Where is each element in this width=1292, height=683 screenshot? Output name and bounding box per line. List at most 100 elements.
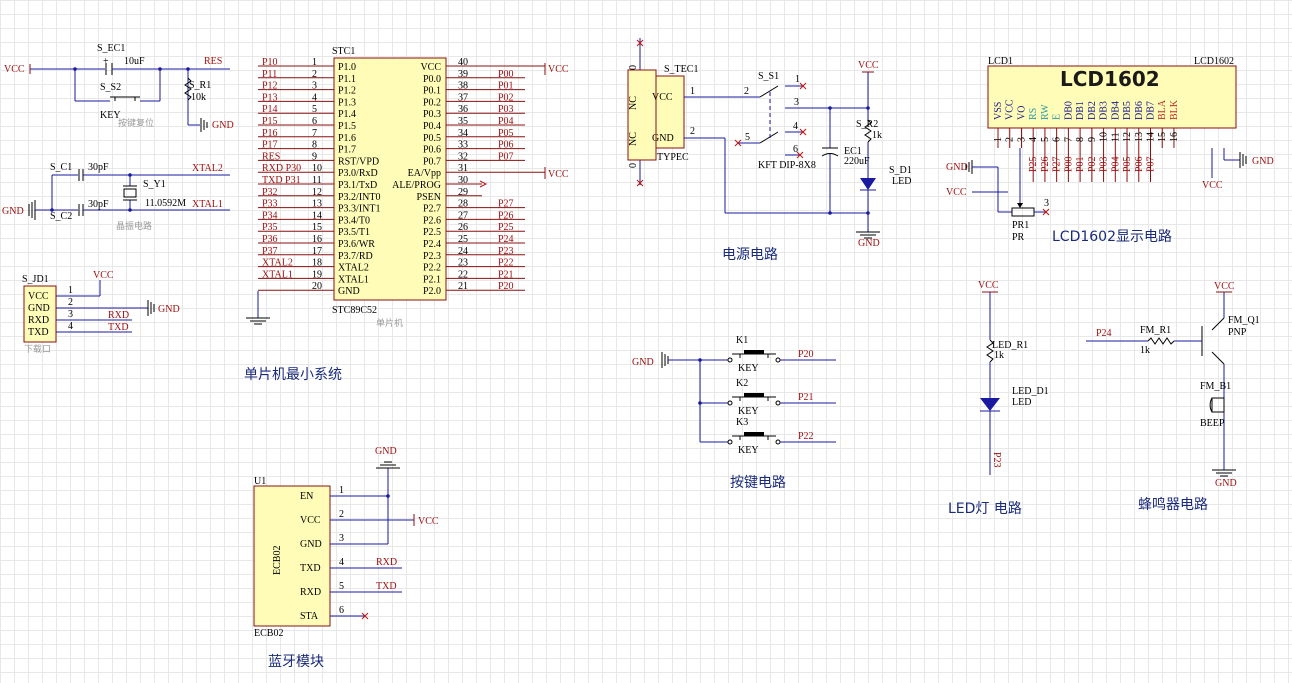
bt-num-5: 5 — [339, 581, 344, 592]
bt-num-2: 2 — [339, 509, 344, 520]
mcu-left-pin-number: 12 — [312, 187, 322, 198]
lcd-pin-net: P02 — [1087, 156, 1098, 172]
crystal-circuit: GND S_C1 30pF S_C2 30pF S_Y1 11.0592M XT… — [2, 162, 230, 232]
key-contact-right — [775, 357, 781, 363]
usb-vcc-pin: VCC — [652, 92, 673, 103]
mcu-right-pin-net: P03 — [498, 104, 514, 115]
mcu-left-pin-name: P1.7 — [338, 145, 356, 156]
mcu-right-pin-net: P05 — [498, 128, 514, 139]
mcu-ref: STC1 — [332, 46, 355, 57]
mcu-right-pin-number: 36 — [458, 104, 468, 115]
power-led-ref: S_D1 — [889, 165, 912, 176]
c2-value: 30pF — [88, 199, 109, 210]
xtal1-net: XTAL1 — [192, 199, 223, 210]
jd-txd: TXD — [108, 322, 129, 333]
mcu-left-pin-net: P11 — [262, 69, 277, 80]
mcu-left-pin-net: P36 — [262, 234, 278, 245]
mcu-left-pin-name: P1.1 — [338, 74, 356, 85]
mcu-left-pin-name: P1.2 — [338, 86, 356, 97]
power-circuit: NC NC 0 0 VCC GND S_TEC1 TYPEC 1 2 S_S1 … — [627, 38, 912, 249]
mcu-right-pin-net: P23 — [498, 246, 514, 257]
sw-num-2: 2 — [744, 86, 749, 97]
transistor-ref: FM_Q1 — [1228, 315, 1260, 326]
mcu-left-pin-name: P3.3/INT1 — [338, 204, 381, 215]
keys-gnd: GND — [632, 357, 654, 368]
lcd-pin-number: 5 — [1040, 137, 1051, 142]
reset-circuit: VCC S_EC1 10uF + S_S2 KEY S_R1 10k RES G… — [4, 43, 234, 132]
mcu-right-pin-number: 39 — [458, 69, 468, 80]
mcu-right-pin-net: P26 — [498, 210, 514, 221]
mcu-left-pin-net: P37 — [262, 246, 278, 257]
mcu-left-pin-net: P10 — [262, 57, 278, 68]
buzzer-res-value: 1k — [1140, 345, 1150, 356]
mcu-left-pin-net: P34 — [262, 210, 278, 221]
lcd-gnd: GND — [946, 162, 968, 173]
jd-pin-1: VCC — [28, 291, 49, 302]
usb-zero-1: 0 — [628, 65, 639, 70]
key-net: P20 — [798, 349, 814, 360]
lcd-pin-name: DB2 — [1087, 101, 1098, 120]
sw-num-3: 3 — [794, 97, 799, 108]
mcu-ea-vcc-label: VCC — [548, 169, 569, 180]
mcu-note: 单片机 — [376, 317, 403, 329]
lcd-pin-name: E — [1052, 114, 1063, 120]
lcd-pin-name: BLA — [1157, 99, 1168, 120]
mcu-left-pin-name: P3.2/INT0 — [338, 192, 381, 203]
bt-txd: TXD — [376, 581, 397, 592]
mcu-left-pin-name: P3.6/WR — [338, 239, 375, 250]
lcd-pin-name: VO — [1016, 106, 1027, 120]
mcu-left-pin-name: P3.5/T1 — [338, 227, 370, 238]
lcd-pin-number: 13 — [1134, 132, 1145, 142]
mcu-left-pin-number: 9 — [312, 151, 317, 162]
mcu-left-pin-net: P12 — [262, 81, 278, 92]
mcu-right-pin-net: P04 — [498, 116, 514, 127]
jd-num-4: 4 — [68, 321, 73, 332]
lcd-pin-net: P01 — [1075, 156, 1086, 172]
led-net: P23 — [991, 452, 1002, 468]
lcd-pin-name: DB4 — [1110, 101, 1121, 120]
mcu-left-pin-net: P33 — [262, 199, 278, 210]
lcd-module: LCD1 LCD1602 LCD1602 VSS1VCC2VO3RS4P25RW… — [946, 56, 1274, 243]
jd-num-1: 1 — [68, 285, 73, 296]
key-net: P21 — [798, 392, 814, 403]
mcu-left-pin-net: P15 — [262, 116, 278, 127]
section-title-buzzer: 蜂鸣器电路 — [1138, 496, 1208, 513]
buzzer-vcc: VCC — [1214, 281, 1235, 292]
mcu-right-pin-name: P0.4 — [423, 121, 441, 132]
reset-cap-value: 10uF — [124, 56, 145, 67]
lcd-pin-net: P00 — [1063, 156, 1074, 172]
lcd-pin-name: BLK — [1169, 99, 1180, 120]
bluetooth-module: U1 ECB02 EN VCC GND TXD RXD STA 1 2 3 4 … — [253, 446, 439, 639]
mcu-right-pin-net: P24 — [498, 234, 514, 245]
usb-num-1: 1 — [690, 86, 695, 97]
mcu-left-pin-net: P16 — [262, 128, 278, 139]
mcu-left-pin-net: P14 — [262, 104, 278, 115]
mcu-left-pin-name: P1.4 — [338, 109, 356, 120]
buzzer-res-ref: FM_R1 — [1140, 325, 1171, 336]
crystal-gnd-label: GND — [2, 206, 24, 217]
reset-res-ref: S_R1 — [189, 80, 211, 91]
mcu-right-pin-net: P00 — [498, 69, 514, 80]
lcd-pin-name: DB6 — [1134, 101, 1145, 120]
usb-nc-1: NC — [628, 96, 639, 110]
mcu-left-pin-name: GND — [338, 286, 360, 297]
lcd-pin-number: 10 — [1099, 132, 1110, 142]
c1-ref: S_C1 — [50, 162, 72, 173]
mcu-right-pin-number: 31 — [458, 163, 468, 174]
mcu-left-pin-name: P1.0 — [338, 62, 356, 73]
mcu-right-pin-number: 29 — [458, 187, 468, 198]
sw-num-5: 5 — [745, 132, 750, 143]
mcu-right-pin-number: 33 — [458, 140, 468, 151]
buzzer-circuit: VCC FM_Q1 PNP P24 FM_R1 1k FM_B1 BEEP GN… — [1086, 281, 1260, 489]
lcd-pin-number: 2 — [1005, 137, 1016, 142]
mcu-right-pin-name: P0.0 — [423, 74, 441, 85]
lcd-pin-number: 4 — [1028, 137, 1039, 142]
jd-pin-2: GND — [28, 303, 50, 314]
key-ref: K3 — [736, 417, 748, 428]
mcu-right-pin-name: P2.5 — [423, 227, 441, 238]
mcu-right-pin-number: 32 — [458, 151, 468, 162]
mcu-right-pin-number: 22 — [458, 269, 468, 280]
key-button — [744, 432, 764, 436]
mcu-left-pin-name: RST/VPD — [338, 156, 379, 167]
